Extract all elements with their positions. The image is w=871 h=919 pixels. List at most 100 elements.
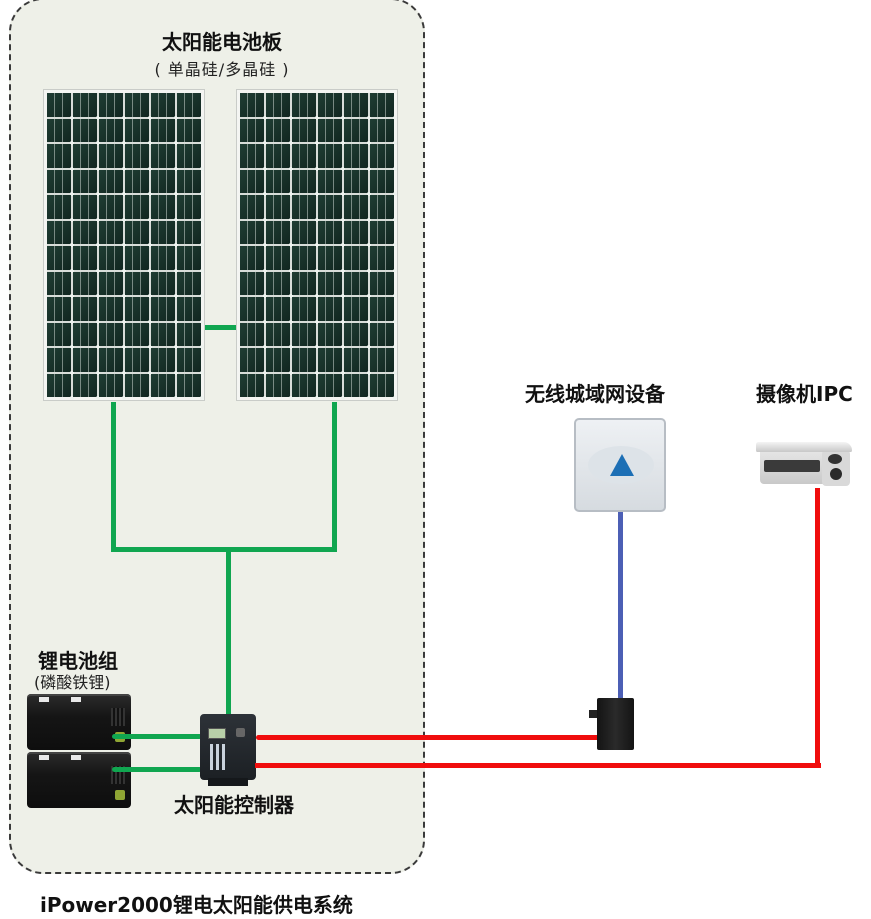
solar-cell xyxy=(266,220,293,247)
battery-2 xyxy=(27,752,131,808)
solar-cell xyxy=(292,271,319,298)
solar-cell xyxy=(318,297,345,323)
solar-cell xyxy=(125,348,152,374)
solar-cell xyxy=(370,169,397,196)
battery-handle xyxy=(39,755,49,760)
solar-cell xyxy=(240,118,267,145)
solar-cell xyxy=(370,195,397,221)
solar-cell xyxy=(73,373,100,400)
solar-cell xyxy=(73,271,100,298)
camera-label: 摄像机IPC xyxy=(756,382,853,406)
solar-cell xyxy=(370,297,397,323)
solar-cell xyxy=(99,271,126,298)
solar-cell xyxy=(99,322,126,349)
controller-to-poe-wire xyxy=(256,735,602,740)
panel-1-wire xyxy=(111,402,116,552)
camera-lens-icon xyxy=(830,468,842,480)
solar-cell xyxy=(125,246,152,272)
solar-cell xyxy=(125,169,152,196)
solar-cell xyxy=(151,144,178,170)
solar-cell xyxy=(99,195,126,221)
solar-cell xyxy=(47,169,74,196)
solar-cell xyxy=(240,373,267,400)
solar-cell xyxy=(73,118,100,145)
solar-cell xyxy=(47,195,74,221)
solar-cell xyxy=(73,169,100,196)
solar-cell xyxy=(292,322,319,349)
ip-camera xyxy=(756,440,854,490)
solar-cell xyxy=(73,322,100,349)
solar-cell xyxy=(318,93,345,119)
solar-cell xyxy=(151,169,178,196)
solar-cell xyxy=(47,322,74,349)
solar-cell xyxy=(47,144,74,170)
solar-cell xyxy=(47,271,74,298)
controller-stripe xyxy=(210,744,213,770)
battery-port xyxy=(115,790,125,800)
solar-cell xyxy=(292,220,319,247)
solar-cell xyxy=(344,220,371,247)
solar-cell xyxy=(151,118,178,145)
poe-mount xyxy=(589,710,597,718)
solar-cell xyxy=(292,348,319,374)
solar-panel-1 xyxy=(43,89,205,401)
solar-cell xyxy=(266,322,293,349)
solar-cell xyxy=(240,322,267,349)
solar-cell xyxy=(73,297,100,323)
solar-cell xyxy=(125,297,152,323)
solar-cell xyxy=(47,93,74,119)
wireless-antenna xyxy=(574,418,666,512)
solar-cell xyxy=(125,271,152,298)
solar-cell xyxy=(177,118,204,145)
solar-cell xyxy=(292,297,319,323)
solar-cell xyxy=(344,297,371,323)
solar-cell xyxy=(125,118,152,145)
solar-cell xyxy=(240,246,267,272)
solar-cell xyxy=(99,348,126,374)
solar-cell xyxy=(266,297,293,323)
solar-cell xyxy=(344,195,371,221)
solar-cell xyxy=(370,144,397,170)
solar-cell xyxy=(318,118,345,145)
solar-cell xyxy=(266,118,293,145)
solar-cell xyxy=(73,93,100,119)
solar-panel-2 xyxy=(236,89,398,401)
solar-cell xyxy=(177,297,204,323)
solar-cell xyxy=(292,373,319,400)
solar-cell xyxy=(125,220,152,247)
controller-base xyxy=(208,778,248,786)
solar-cell xyxy=(73,195,100,221)
solar-cell xyxy=(318,246,345,272)
solar-cell xyxy=(266,373,293,400)
solar-cell xyxy=(125,322,152,349)
solar-cell xyxy=(266,144,293,170)
solar-cell xyxy=(125,144,152,170)
solar-cell xyxy=(151,246,178,272)
solar-cell xyxy=(47,373,74,400)
solar-cell xyxy=(177,169,204,196)
solar-cell xyxy=(73,220,100,247)
solar-cell xyxy=(266,348,293,374)
solar-cell xyxy=(177,93,204,119)
controller-to-camera-wire xyxy=(255,763,821,768)
solar-cell xyxy=(266,195,293,221)
solar-cell xyxy=(370,271,397,298)
solar-cell xyxy=(151,93,178,119)
solar-cell xyxy=(151,195,178,221)
solar-cell xyxy=(99,246,126,272)
solar-cell xyxy=(177,220,204,247)
solar-cell xyxy=(99,144,126,170)
controller-stripe xyxy=(222,744,225,770)
solar-cell xyxy=(47,246,74,272)
solar-cell xyxy=(344,348,371,374)
solar-cell xyxy=(292,246,319,272)
solar-cell xyxy=(292,195,319,221)
solar-panel-cells xyxy=(240,93,397,400)
solar-cell xyxy=(73,246,100,272)
solar-cell xyxy=(151,220,178,247)
solar-cell xyxy=(318,322,345,349)
controller-label: 太阳能控制器 xyxy=(174,793,294,817)
wireless-device-label: 无线城域网设备 xyxy=(525,382,665,406)
solar-cell xyxy=(47,118,74,145)
solar-cell xyxy=(125,93,152,119)
